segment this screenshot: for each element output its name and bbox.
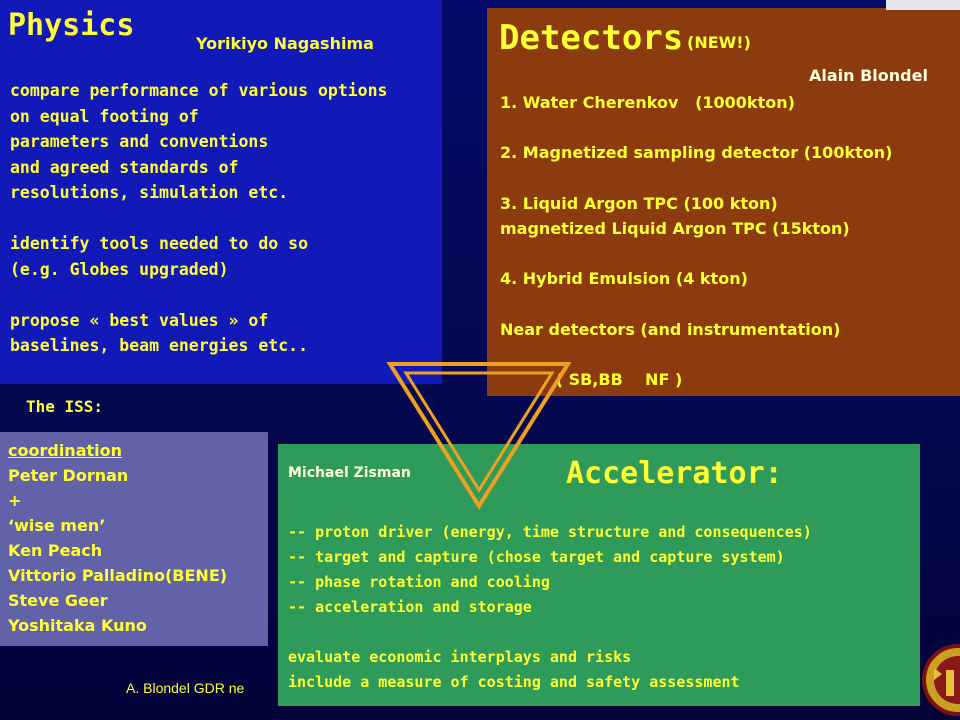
iss-label: The ISS: (26, 397, 104, 416)
accelerator-title: Accelerator: (566, 456, 783, 491)
physics-body: compare performance of various options o… (10, 81, 388, 355)
footer-credit: A. Blondel GDR ne (126, 680, 245, 696)
physics-title: Physics (8, 8, 135, 43)
detectors-panel: Detectors (NEW!) Alain Blondel 1. Water … (487, 8, 960, 396)
coordination-heading: coordination (8, 441, 122, 460)
accelerator-panel: Michael Zisman Accelerator: -- proton dr… (278, 444, 920, 706)
detectors-author: Alain Blondel (809, 66, 928, 85)
detectors-new-tag: (NEW!) (687, 33, 751, 52)
detectors-title: Detectors (499, 18, 684, 58)
inverted-triangle-icon (386, 362, 572, 510)
coordination-text: coordination Peter Dornan + ‘wise men’ K… (8, 438, 227, 638)
physics-panel: Physics Yorikiyo Nagashima compare perfo… (0, 0, 442, 384)
accelerator-body: -- proton driver (energy, time structure… (288, 523, 812, 691)
physics-author: Yorikiyo Nagashima (196, 34, 374, 53)
corner-logo (886, 0, 960, 10)
coordination-panel: coordination Peter Dornan + ‘wise men’ K… (0, 432, 268, 646)
university-seal-icon (922, 644, 960, 716)
detectors-body: 1. Water Cherenkov (1000kton) 2. Magneti… (500, 93, 893, 390)
accelerator-author: Michael Zisman (288, 465, 411, 481)
coordination-members: Peter Dornan + ‘wise men’ Ken Peach Vitt… (8, 466, 228, 635)
